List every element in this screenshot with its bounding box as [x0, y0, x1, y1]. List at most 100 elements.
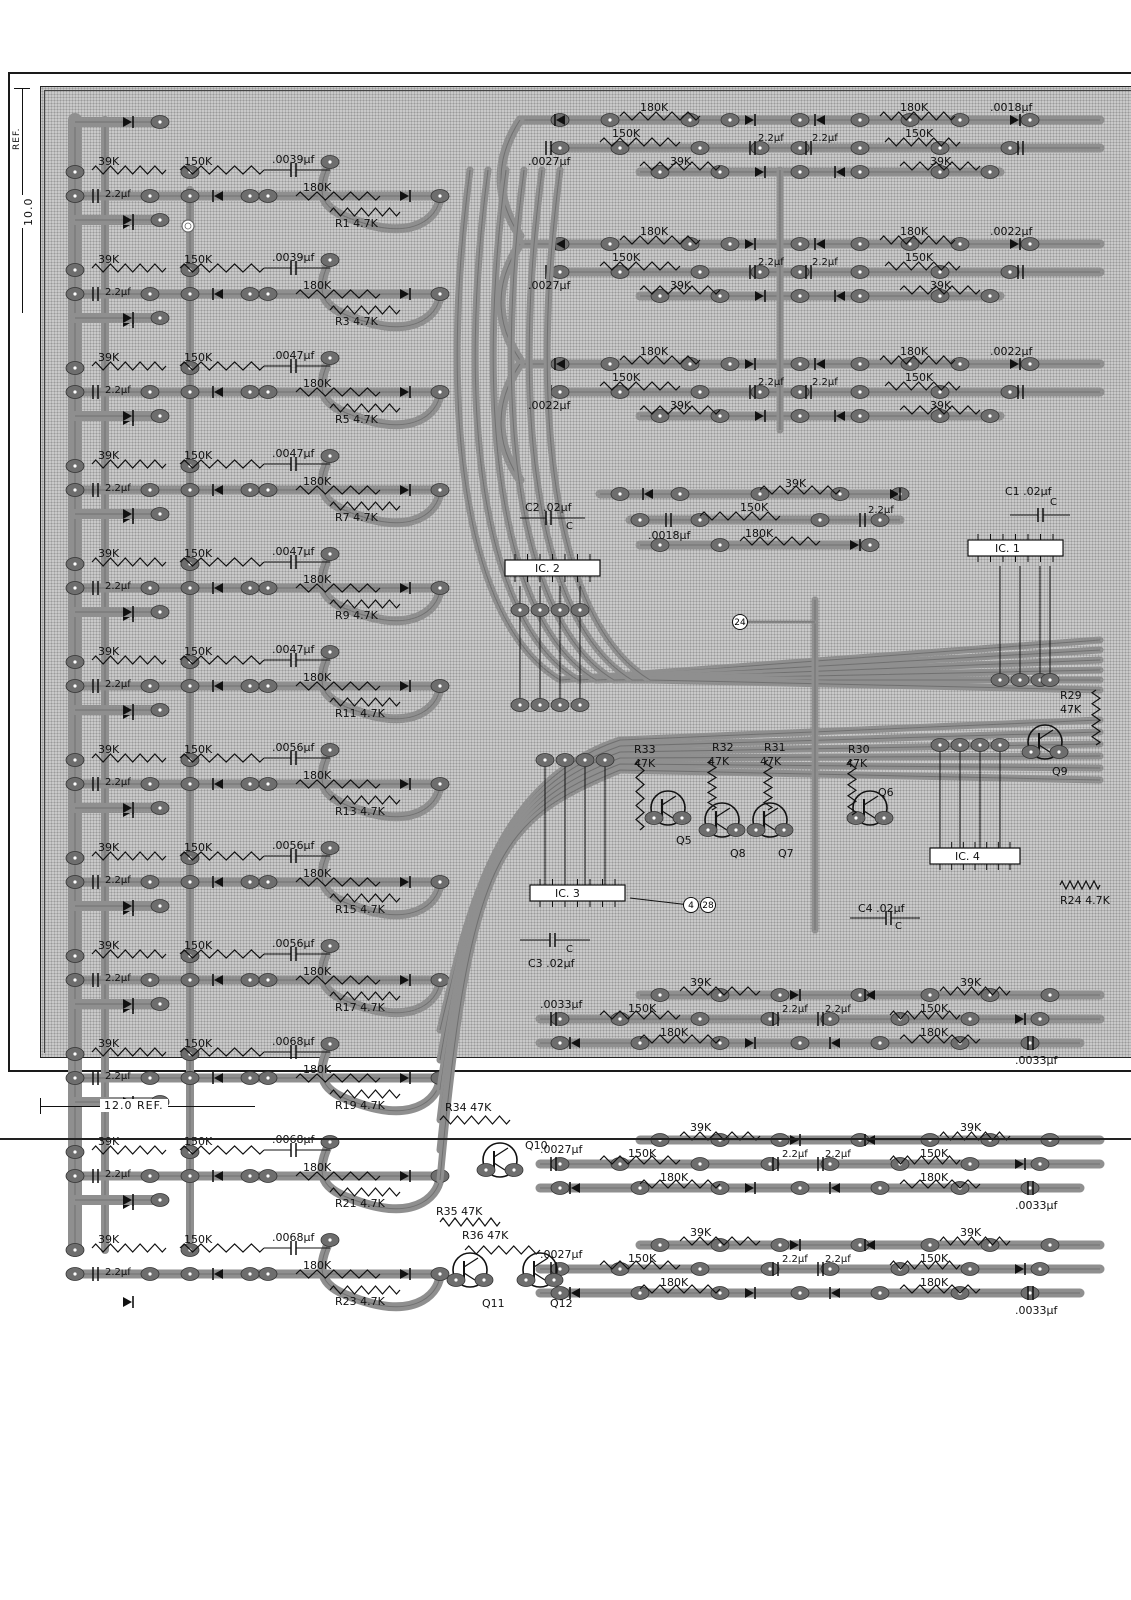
vertical-dimension-tick: [14, 88, 30, 89]
ladder-180k-label: 180K: [303, 181, 332, 194]
ladder-180k-resistor: [295, 1171, 381, 1181]
bank-180k-resistor: [619, 111, 701, 121]
ladder-loop-trace-edge: [321, 357, 441, 426]
ladder-4.7k-label: R1 4.7K: [335, 217, 378, 230]
c3-c-label: C: [566, 944, 573, 955]
ladder-pad-hole: [248, 1272, 252, 1276]
c2-label: C2 .02µf: [525, 501, 572, 514]
bank-diode: [755, 411, 764, 421]
transistor-pad-hole: [882, 816, 886, 820]
bank-39k-label: 39K: [930, 279, 952, 292]
bus-trace: [436, 766, 1104, 1184]
bank-150k-resistor: [599, 1010, 681, 1020]
bank-pad-hole: [728, 362, 732, 366]
ladder-pad-hole: [328, 454, 332, 458]
ladder-39k-resistor: [91, 1243, 167, 1253]
ladder-loop-trace-edge: [321, 455, 441, 524]
r30-label: R30: [848, 743, 870, 756]
bank-pad-hole: [1028, 1291, 1032, 1295]
ladder-180k-resistor: [295, 779, 381, 789]
ladder-pad-hole: [266, 390, 270, 394]
ladder-pad-hole: [266, 586, 270, 590]
ladder-cap-label: .0056µf: [272, 937, 315, 950]
q7-transistor-collector: [763, 807, 779, 818]
ladder-pad-hole: [73, 978, 77, 982]
bank-150k-resistor: [884, 137, 961, 147]
bank-pad-hole: [718, 993, 722, 997]
ladder-150k-resistor: [179, 361, 265, 371]
bank-diode: [890, 489, 899, 499]
ladder-39k-label: 39K: [98, 1037, 120, 1050]
bank-diode: [1010, 115, 1019, 125]
ladder-pad-hole: [73, 758, 77, 762]
ladder-pad-hole: [328, 356, 332, 360]
bank-cap-label: .0027µf: [528, 279, 571, 292]
ladder-diode: [214, 1269, 223, 1279]
bank-diode: [556, 359, 565, 369]
c1-label: C1 .02µf: [1005, 485, 1052, 498]
ladder-pad-hole: [188, 782, 192, 786]
ladder-loop-trace-edge: [321, 1239, 441, 1308]
bank-diode: [850, 540, 859, 550]
ladder-diode: [400, 1171, 409, 1181]
bank-2.2uf-label: 2.2µf: [758, 377, 784, 388]
r30-value-label: 47K: [846, 757, 868, 770]
bank-diode: [745, 1288, 754, 1298]
ladder-4.7k-resistor: [329, 501, 401, 511]
bank-diode: [1015, 1264, 1024, 1274]
bank-pad-hole: [908, 118, 912, 122]
ladder-pad-hole: [148, 1174, 152, 1178]
ladder-cap-label: .0047µf: [272, 545, 315, 558]
bank-pad-hole: [728, 242, 732, 246]
ladder-cap-label: .0039µf: [272, 153, 315, 166]
bank-pad-hole: [638, 518, 642, 522]
bank-pad-hole: [718, 170, 722, 174]
bank-diode: [1015, 1159, 1024, 1169]
ladder-pad-hole: [73, 684, 77, 688]
bank-pad-hole: [558, 1017, 562, 1021]
bank-150k-resistor: [889, 1010, 961, 1020]
bank-180k-resistor: [879, 111, 956, 121]
bank-pad-hole: [1038, 1267, 1042, 1271]
bank-diode: [831, 1183, 840, 1193]
bank-pad-hole: [798, 1041, 802, 1045]
ladder-180k-resistor: [295, 1269, 381, 1279]
bank-pad-hole: [1048, 1243, 1052, 1247]
ladder-pad-hole: [248, 782, 252, 786]
r29-value-label: 47K: [1060, 703, 1082, 716]
ladder-diode: [123, 313, 132, 323]
ladder-4.7k-resistor: [329, 1285, 401, 1295]
bank-39k-label: 39K: [960, 976, 982, 989]
bank-pad-hole: [618, 390, 622, 394]
ladder-pad-hole: [328, 160, 332, 164]
ladder-4.7k-resistor: [329, 893, 401, 903]
ladder-pad-hole: [266, 292, 270, 296]
ic-pad-hole: [518, 608, 522, 612]
ladder-pad-hole: [328, 1140, 332, 1144]
bank-pad-hole: [798, 362, 802, 366]
bank-diode: [790, 1240, 799, 1250]
bank-cap-label: .0033µf: [540, 998, 583, 1011]
bank-150k-resistor: [599, 1155, 681, 1165]
bank-pad-hole: [718, 1291, 722, 1295]
ic2-label: IC. 2: [535, 562, 560, 575]
ladder-180k-label: 180K: [303, 1259, 332, 1272]
bank-pad-hole: [858, 170, 862, 174]
ladder-pad-hole: [248, 194, 252, 198]
bank-pad-hole: [678, 492, 682, 496]
bank-150k-resistor: [599, 381, 681, 391]
bank-pad-hole: [618, 1267, 622, 1271]
ladder-4.7k-resistor: [329, 599, 401, 609]
ladder-diode: [123, 1195, 132, 1205]
ladder-pad-hole: [73, 194, 77, 198]
bank-39k-label: 39K: [690, 976, 712, 989]
bank-150k-resistor: [599, 261, 681, 271]
ladder-diode: [123, 1297, 132, 1307]
bank-pad-hole: [608, 242, 612, 246]
bus-trace-edge: [439, 769, 1101, 1181]
bank-pad-hole: [938, 170, 942, 174]
ladder-pad-hole: [248, 390, 252, 394]
bank-180k-label: 180K: [745, 527, 774, 540]
bank-pad-hole: [968, 1267, 972, 1271]
ladder-150k-resistor: [179, 753, 265, 763]
